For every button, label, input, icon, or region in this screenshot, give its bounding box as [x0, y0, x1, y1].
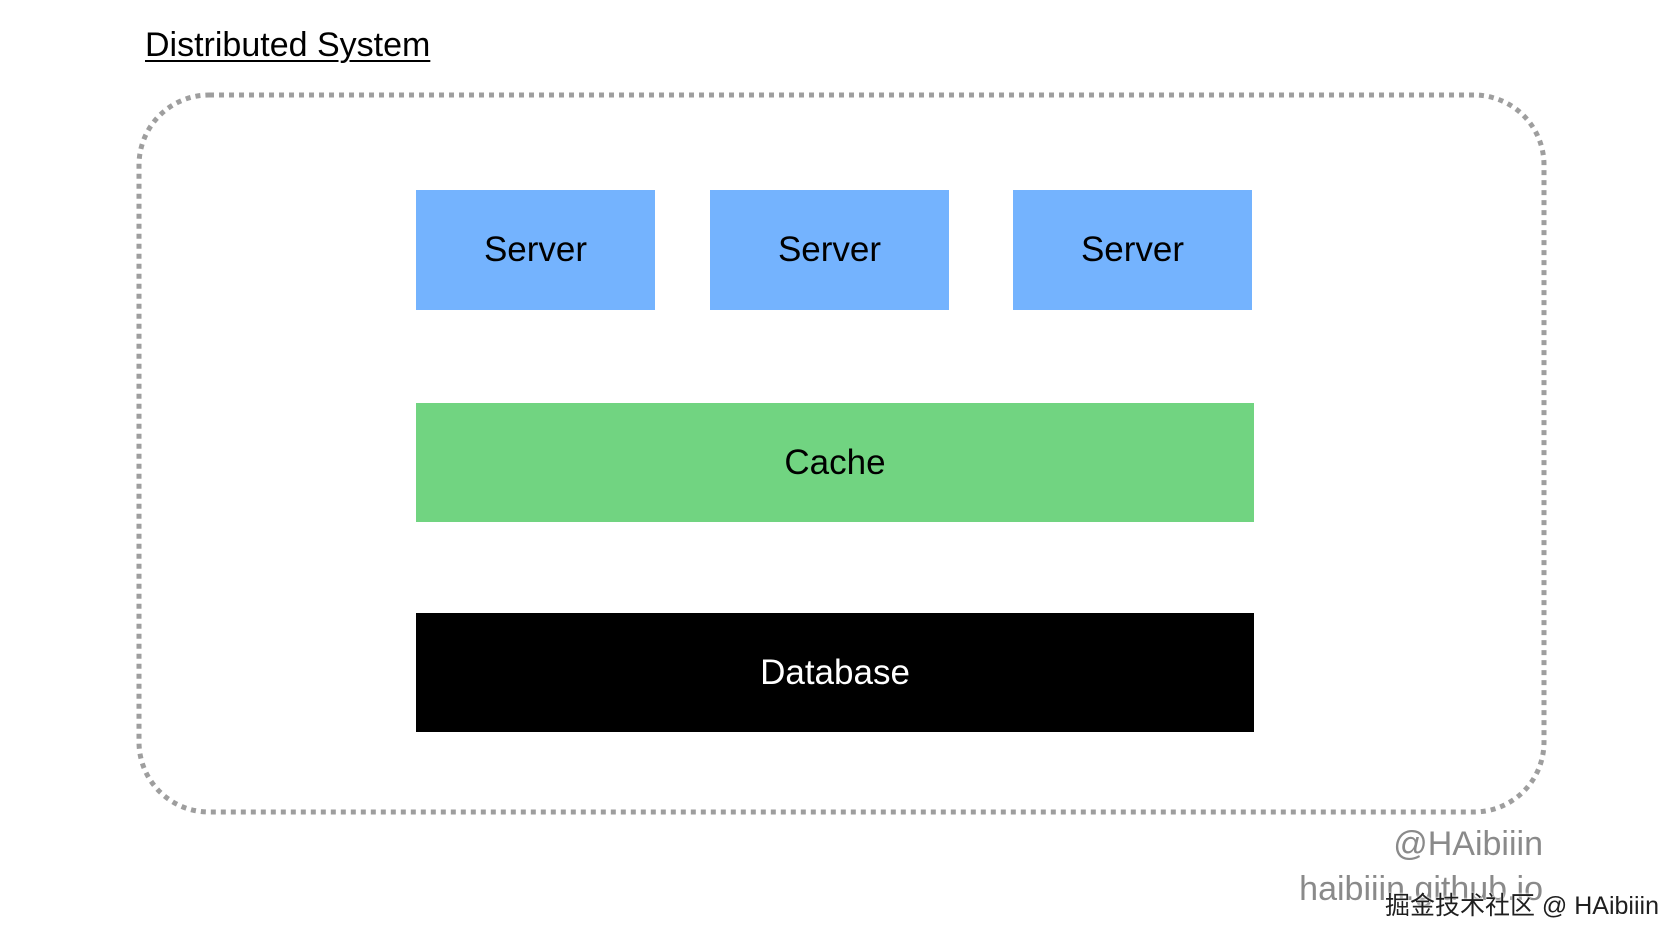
server-box-3: Server [1013, 190, 1252, 310]
cache-box: Cache [416, 403, 1254, 522]
server-label: Server [777, 230, 882, 269]
cache-label: Cache [784, 442, 886, 482]
server-label: Server [1080, 230, 1185, 269]
server-box-2: Server [710, 190, 949, 310]
watermark-site: haibiiin.github.io [1299, 870, 1543, 908]
server-label: Server [483, 230, 588, 269]
server-box-1: Server [416, 190, 655, 310]
database-label: Database [760, 652, 910, 692]
database-box: Database [416, 613, 1254, 732]
diagram-title: Distributed System [145, 26, 431, 64]
watermark-handle: @HAibiiin [1393, 825, 1543, 863]
watermark-platform: 掘金技术社区 @ HAibiiin [1384, 892, 1659, 920]
